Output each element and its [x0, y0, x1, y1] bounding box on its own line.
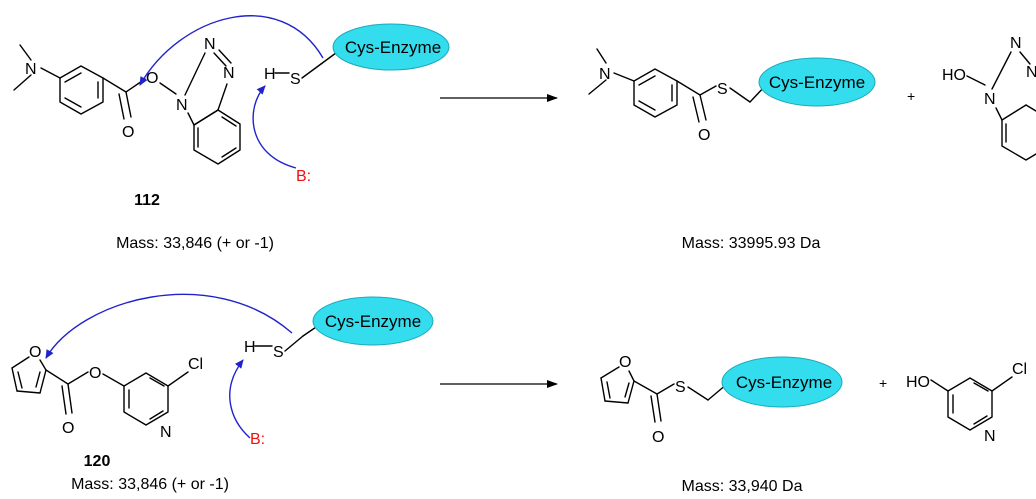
- atom-n3: N: [223, 65, 235, 82]
- curly-arrow-deprotonation: [252, 85, 297, 169]
- reaction-1: N O O N N N: [13, 15, 1036, 252]
- compound-120-structure: O O O Cl N: [11, 344, 203, 441]
- curly-arrow-attack: [45, 293, 293, 359]
- enzyme-2: Cys-Enzyme: [312, 296, 434, 346]
- atom-sulfur: S: [273, 344, 284, 361]
- plus-sign: +: [879, 375, 887, 391]
- reactant-mass-1: Mass: 33,846 (+ or -1): [116, 235, 274, 252]
- atom-sulfur: S: [717, 81, 728, 98]
- atom-carbonyl-oxygen: O: [652, 429, 664, 446]
- atom-n1: N: [176, 97, 188, 114]
- atom-sulfur: S: [675, 379, 686, 396]
- reactant-mass-2: Mass: 33,846 (+ or -1): [71, 476, 229, 493]
- atom-ho: HO: [906, 374, 930, 391]
- atom-hydrogen: H: [244, 339, 256, 356]
- atom-carbonyl-oxygen: O: [698, 127, 710, 144]
- enzyme-ellipse: [332, 23, 450, 71]
- atom-carbonyl-oxygen: O: [62, 420, 74, 437]
- hobt-byproduct: HO N N N: [942, 35, 1036, 161]
- atom-carbonyl-oxygen: O: [122, 124, 134, 141]
- enzyme-ellipse: [758, 57, 876, 107]
- enzyme-ellipse: [312, 296, 434, 346]
- hydroxypyridine-byproduct: HO Cl N: [906, 361, 1027, 445]
- compound-number-112: 112: [134, 192, 160, 209]
- atom-ester-oxygen: O: [146, 70, 158, 87]
- atom-chlorine: Cl: [1012, 361, 1027, 378]
- thioester-product-1: N O S: [588, 48, 767, 144]
- curly-arrow-deprotonation: [229, 359, 251, 439]
- atom-furan-oxygen: O: [619, 354, 631, 371]
- atom-n1: N: [984, 91, 996, 108]
- atom-n2: N: [204, 36, 216, 53]
- atom-n3: N: [1026, 64, 1036, 81]
- atom-chlorine: Cl: [188, 356, 203, 373]
- atom-pyridine-nitrogen: N: [160, 424, 172, 441]
- plus-sign: +: [907, 88, 915, 104]
- atom-nitrogen: N: [599, 66, 611, 83]
- enzyme-label: Cys-Enzyme: [736, 373, 832, 392]
- enzyme-label: Cys-Enzyme: [325, 312, 421, 331]
- atom-pyridine-nitrogen: N: [984, 428, 996, 445]
- product-mass-2: Mass: 33,940 Da: [682, 478, 803, 495]
- cysteine-thiol-2: H S: [244, 322, 323, 361]
- atom-furan-oxygen: O: [29, 344, 41, 361]
- enzyme-1-product: Cys-Enzyme: [758, 57, 876, 107]
- enzyme-1: Cys-Enzyme: [332, 23, 450, 71]
- atom-nitrogen: N: [25, 61, 37, 78]
- atom-ester-oxygen: O: [89, 365, 101, 382]
- base-label: B:: [296, 168, 311, 185]
- atom-hydrogen: H: [264, 66, 276, 83]
- atom-ho: HO: [942, 67, 966, 84]
- reaction-2: O O O Cl N 120 Mass: 33,846 (+: [11, 293, 1027, 495]
- enzyme-2-product: Cys-Enzyme: [721, 356, 843, 408]
- curly-arrow-attack: [139, 15, 324, 86]
- compound-112-structure: N O O N N N: [13, 36, 241, 165]
- product-mass-1: Mass: 33995.93 Da: [682, 235, 821, 252]
- atom-sulfur: S: [290, 71, 301, 88]
- enzyme-label: Cys-Enzyme: [769, 73, 865, 92]
- atom-n2: N: [1010, 35, 1022, 52]
- cysteine-thiol-1: H S: [264, 49, 341, 88]
- enzyme-ellipse: [721, 356, 843, 408]
- enzyme-label: Cys-Enzyme: [345, 38, 441, 57]
- thioester-product-2: O O S: [600, 354, 728, 446]
- base-label: B:: [250, 431, 265, 448]
- compound-number-120: 120: [84, 453, 111, 470]
